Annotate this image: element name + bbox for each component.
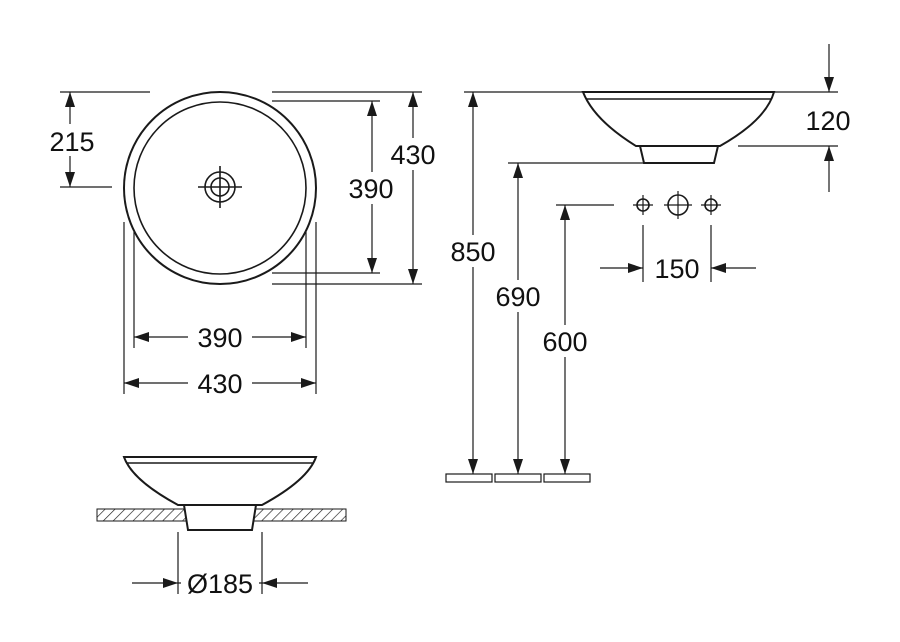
countertop-left <box>96 508 188 522</box>
dim-390-vertical-label: 390 <box>348 174 393 204</box>
top-view: 215 390 430 <box>42 91 444 399</box>
side-bowl <box>581 91 776 147</box>
dim-430-horizontal: 430 <box>123 222 317 399</box>
dim-390-vertical: 390 <box>272 100 402 274</box>
dim-430-horizontal-label: 430 <box>197 369 242 399</box>
dim-150: 150 <box>600 225 756 284</box>
dim-215: 215 <box>42 91 150 188</box>
dim-690-label: 690 <box>495 282 540 312</box>
drain-symbol <box>198 166 242 208</box>
dim-690: 690 <box>489 162 644 474</box>
side-bowl-foot <box>638 145 720 164</box>
dim-185: Ø185 <box>132 532 308 599</box>
dim-600: 600 <box>536 204 614 474</box>
dim-185-label: Ø185 <box>187 569 253 599</box>
bowl-foot <box>182 504 258 531</box>
tap-hole-center-icon <box>664 191 692 219</box>
tap-hole-left-icon <box>633 195 653 215</box>
bowl-profile <box>122 456 318 506</box>
dim-120-label: 120 <box>805 106 850 136</box>
dim-430-vertical: 430 <box>272 91 444 285</box>
floor-plate-2 <box>494 473 542 483</box>
section-view: Ø185 <box>96 456 347 599</box>
dim-600-label: 600 <box>542 327 587 357</box>
floor-plate-1 <box>445 473 493 483</box>
floor-plate-3 <box>543 473 591 483</box>
dim-120: 120 <box>738 44 851 192</box>
dim-850-label: 850 <box>450 237 495 267</box>
dim-390-horizontal: 390 <box>133 232 307 353</box>
countertop-right <box>253 508 347 522</box>
dim-150-label: 150 <box>654 254 699 284</box>
dim-430-vertical-label: 430 <box>390 140 435 170</box>
dim-850: 850 <box>444 91 583 474</box>
dim-215-label: 215 <box>49 127 94 157</box>
tap-hole-right-icon <box>701 195 721 215</box>
side-view: 120 850 690 600 <box>444 44 851 483</box>
basin-inner-rim <box>133 101 307 275</box>
dim-390-horizontal-label: 390 <box>197 323 242 353</box>
